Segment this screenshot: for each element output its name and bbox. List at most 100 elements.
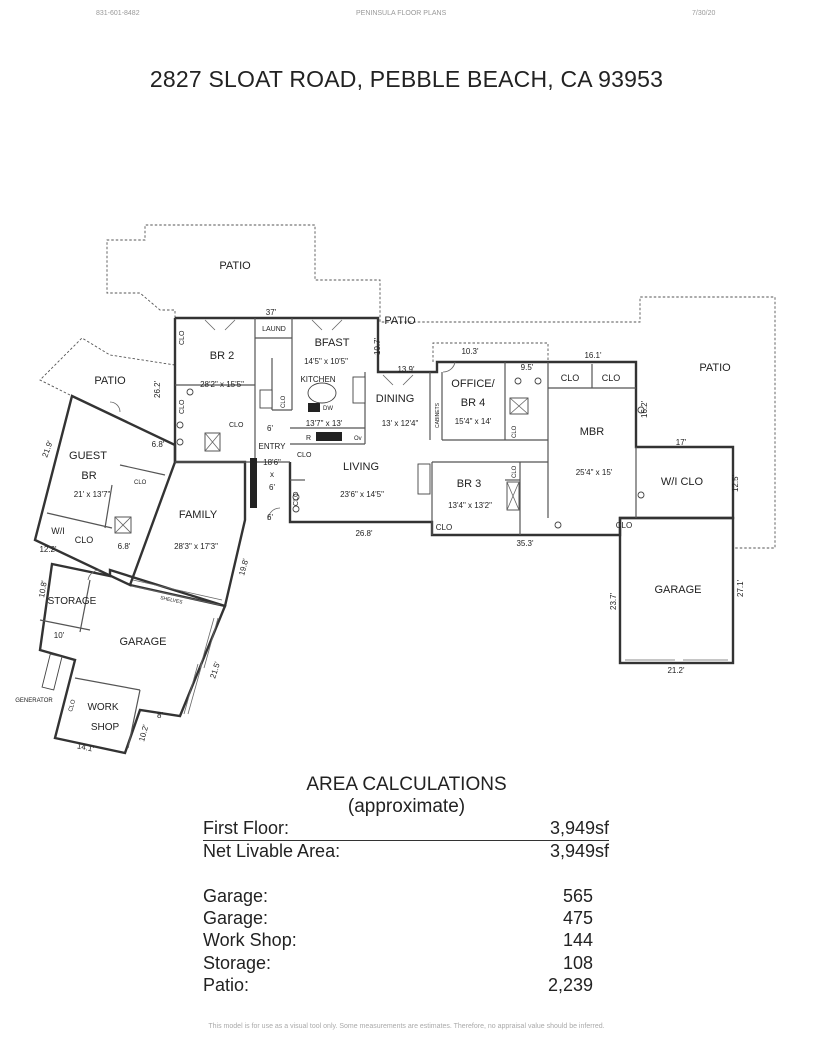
dw-label: DW [323,406,333,412]
guest-clo-label: CLO [75,535,94,545]
patio-left-label: PATIO [94,375,126,387]
sink-icon [514,377,522,385]
dim-26-2: 26.2' [153,380,162,398]
left-garage-wall [38,562,227,755]
area-row-value: 144 [562,930,593,950]
br4-label: BR 4 [461,397,485,409]
toilet-icon [176,421,184,429]
dim-12-2: 12.2' [39,545,57,554]
bfast-counter-icon [352,376,366,404]
area-row: First Floor: 3,949sf [203,818,609,841]
dim-21-2: 21.2' [667,666,685,675]
storage-wall [79,579,91,633]
br2-clo-label: CLO [229,422,244,429]
sink-icon [637,406,645,414]
entry-x: x [270,470,274,479]
living-label: LIVING [343,461,379,473]
dim-19-8: 19.8' [237,557,250,576]
floor-plan: PATIO PATIO PATIO PATIO BR 2 28'2" x 15'… [15,224,776,755]
oven-label: Ov [354,436,362,442]
entry-dim-2: 6' [269,483,275,492]
mbr-clo-bottom-label: CLO [616,521,632,530]
patio-mid-label: PATIO [384,315,416,327]
dim-23-7: 23.7' [609,592,618,610]
area-row-label: First Floor: [203,818,290,838]
header-company: PENINSULA FLOOR PLANS [356,10,447,17]
office-clo-label: CLO [512,425,518,438]
guest-dim: 21' x 13'7" [74,490,111,499]
sink-icon [534,377,542,385]
dim-17: 17' [676,438,687,447]
dw-icon [308,403,320,412]
garage-door-left-1 [199,617,215,669]
dim-16-1: 16.1' [584,351,602,360]
dim-12-5: 12.5' [731,474,740,492]
dim-6: 6' [267,424,273,433]
area-row-value: 475 [562,908,593,928]
family-dim: 28'3" x 17'3" [174,542,218,551]
wi-clo-right-label: W/I CLO [661,476,704,488]
area-row-value: 565 [562,886,593,906]
generator-label: GENERATOR [15,698,53,704]
br3-label: BR 3 [457,478,481,490]
family-label: FAMILY [179,509,218,521]
br2-label: BR 2 [210,350,234,362]
patio-right-label: PATIO [699,362,731,374]
area-row-value: 2,239 [547,975,593,995]
sink-icon [186,388,194,396]
area-row-value: 108 [562,953,593,973]
br3-clo-label: CLO [436,523,452,532]
office-label: OFFICE/ [451,378,495,390]
mbr-label: MBR [580,426,605,438]
guest-br-label: BR [81,470,96,482]
shelves-line [132,579,223,601]
dim-10-7: 10.7' [373,337,382,355]
shop-label: SHOP [91,722,120,733]
dim-8: 8' [157,711,163,720]
dim-21-5: 21.5' [208,660,222,679]
laundry-icon [259,389,273,409]
living-clo-label: CLO [293,491,300,506]
fireplace-family-icon [250,458,257,508]
dim-6-8a: 6.8' [152,440,165,449]
dim-27-1: 27.1' [736,579,745,597]
garage-left-label: GARAGE [119,636,166,648]
sink-icon [292,505,300,513]
garage-door-left-2 [203,617,219,669]
dim-6-8b: 6.8' [118,542,131,551]
br3-dim: 13'4" x 13'2" [448,501,492,510]
kitchen-dim: 13'7" x 13' [306,419,343,428]
mbr-clo-label: CLO [561,373,580,383]
mbr-dim: 25'4" x 15' [576,468,613,477]
mbr-clo-label-2: CLO [602,373,621,383]
br3-clo-side-label: CLO [512,465,518,478]
dim-10-2: 10.2' [137,723,150,742]
laundry-clo-label: CLO [281,395,287,408]
family-wall [129,460,247,608]
entry-dim-1: 18'6" [263,458,281,467]
refrigerator-label: R [306,435,311,442]
br2-clo-side-label: CLO [179,330,186,345]
area-row-label: Garage: [203,908,269,928]
bfast-dim: 14'5" x 10'5" [304,357,348,366]
area-row-value: 3,949sf [549,841,609,861]
guest-wing-wall [33,394,177,587]
br2-dim: 28'2" x 15'5" [200,380,244,389]
garage-door-left-4 [187,663,203,715]
garage-right-label: GARAGE [654,584,701,596]
dim-6-entry: 6' [267,513,273,522]
dim-16-2: 16.2' [640,400,649,418]
area-row-label: Work Shop: [203,930,297,950]
toilet-icon [176,438,184,446]
guest-door [109,401,121,413]
area-row-label: Garage: [203,886,269,906]
kitchen-label: KITCHEN [300,375,335,384]
range-icon [316,432,342,441]
storage-door [87,569,101,581]
dim-9-5: 9.5' [521,363,534,372]
dim-10: 10' [54,631,65,640]
dim-13-9: 13.9' [397,365,415,374]
patio-office-outline [432,342,549,362]
area-row-value: 3,949sf [549,818,609,838]
work-label: WORK [87,702,118,713]
